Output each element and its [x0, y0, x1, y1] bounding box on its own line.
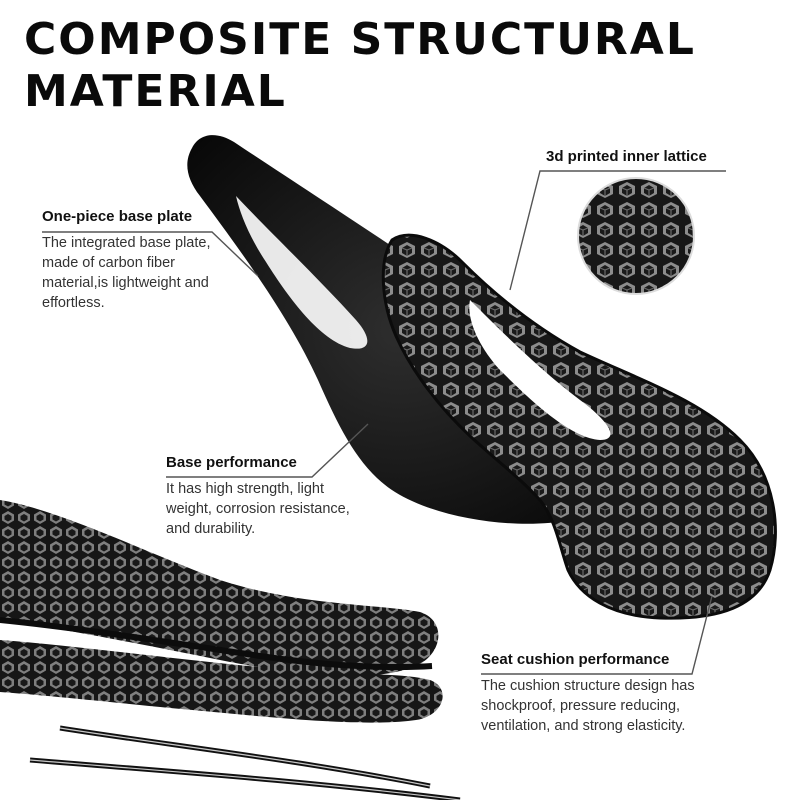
callout-base-plate: One-piece base plate The integrated base… — [42, 208, 242, 313]
callout-cushion-performance: Seat cushion performance The cushion str… — [481, 651, 711, 736]
leader-cushion — [481, 595, 713, 675]
leader-lattice — [509, 170, 726, 291]
leader-base-plate — [42, 231, 259, 277]
callout-base-performance-heading: Base performance — [166, 454, 297, 471]
lattice-closeup — [578, 178, 694, 294]
callout-lattice: 3d printed inner lattice — [546, 148, 746, 173]
callout-cushion-body: The cushion structure design has shockpr… — [481, 678, 695, 734]
callout-base-performance-body: It has high strength, light weight, corr… — [166, 481, 350, 537]
callout-base-performance: Base performance It has high strength, l… — [166, 454, 356, 539]
callout-base-plate-body: The integrated base plate, made of carbo… — [42, 235, 211, 311]
callout-base-plate-heading: One-piece base plate — [42, 208, 193, 225]
leader-lines — [42, 170, 726, 675]
secondary-saddle-rails — [29, 725, 461, 800]
leader-base-performance — [166, 423, 369, 478]
callout-lattice-heading: 3d printed inner lattice — [546, 148, 707, 165]
secondary-saddle-lower — [0, 640, 443, 723]
callout-cushion-heading: Seat cushion performance — [481, 651, 670, 668]
page-title: COMPOSITE STRUCTURAL MATERIAL — [24, 14, 696, 117]
